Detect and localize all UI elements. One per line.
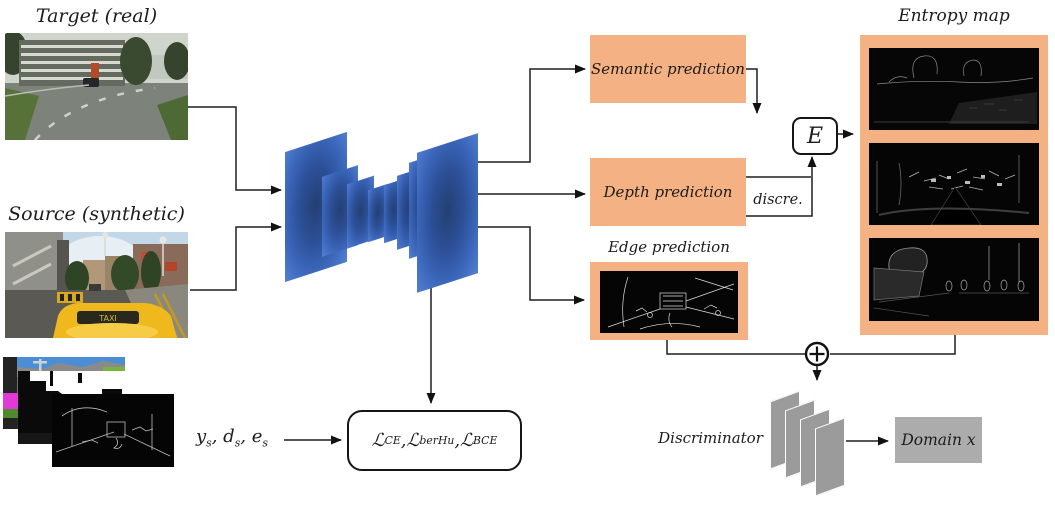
entropy-image-1 [869,48,1039,130]
loss-term: ℒ [406,430,420,451]
domain-output-box: Domain x [895,417,982,463]
taxi-sign-text: TAXI [98,314,117,323]
loss-sep: , [454,430,461,451]
loss-term: ℒ [460,430,474,451]
source-synthetic-image: TAXI [5,232,188,338]
entropy-map-panel [860,35,1048,335]
circled-plus-icon [803,340,831,368]
depth-prediction-box: Depth prediction [590,158,746,226]
math-term: d [223,426,235,447]
edge-prediction-box [590,262,748,340]
target-label: Target (real) [35,5,158,27]
discre-label: discre. [753,192,803,208]
math-sep: , [211,426,224,447]
semantic-prediction-box: Semantic prediction [590,35,746,103]
gt-edge-image [52,394,174,467]
math-sub: s [206,436,212,450]
edge-prediction-image [600,271,738,333]
entropy-map-label: Entropy map [898,6,1010,26]
feature-map-sheet [417,133,478,293]
target-real-image [5,33,188,140]
entropy-operator-box: E [792,117,838,155]
entropy-image-3 [869,238,1039,321]
math-term: y [196,426,207,447]
math-sub: s [234,436,241,450]
math-sep: , [240,426,252,447]
edge-prediction-label: Edge prediction [608,238,730,256]
source-label: Source (synthetic) [8,203,185,225]
discriminator-sheet [815,417,845,497]
loss-sub: CE [384,434,401,447]
loss-term: ℒ [371,430,385,451]
gt-inputs-label: ys, ds, es [196,426,268,450]
entropy-image-2 [869,143,1039,225]
math-sub: s [262,436,268,450]
loss-sub: berHu [419,434,455,447]
discriminator-label: Discriminator [658,429,763,447]
math-term: e [251,426,263,447]
loss-sub: BCE [473,434,498,447]
loss-sep: , [400,430,407,451]
